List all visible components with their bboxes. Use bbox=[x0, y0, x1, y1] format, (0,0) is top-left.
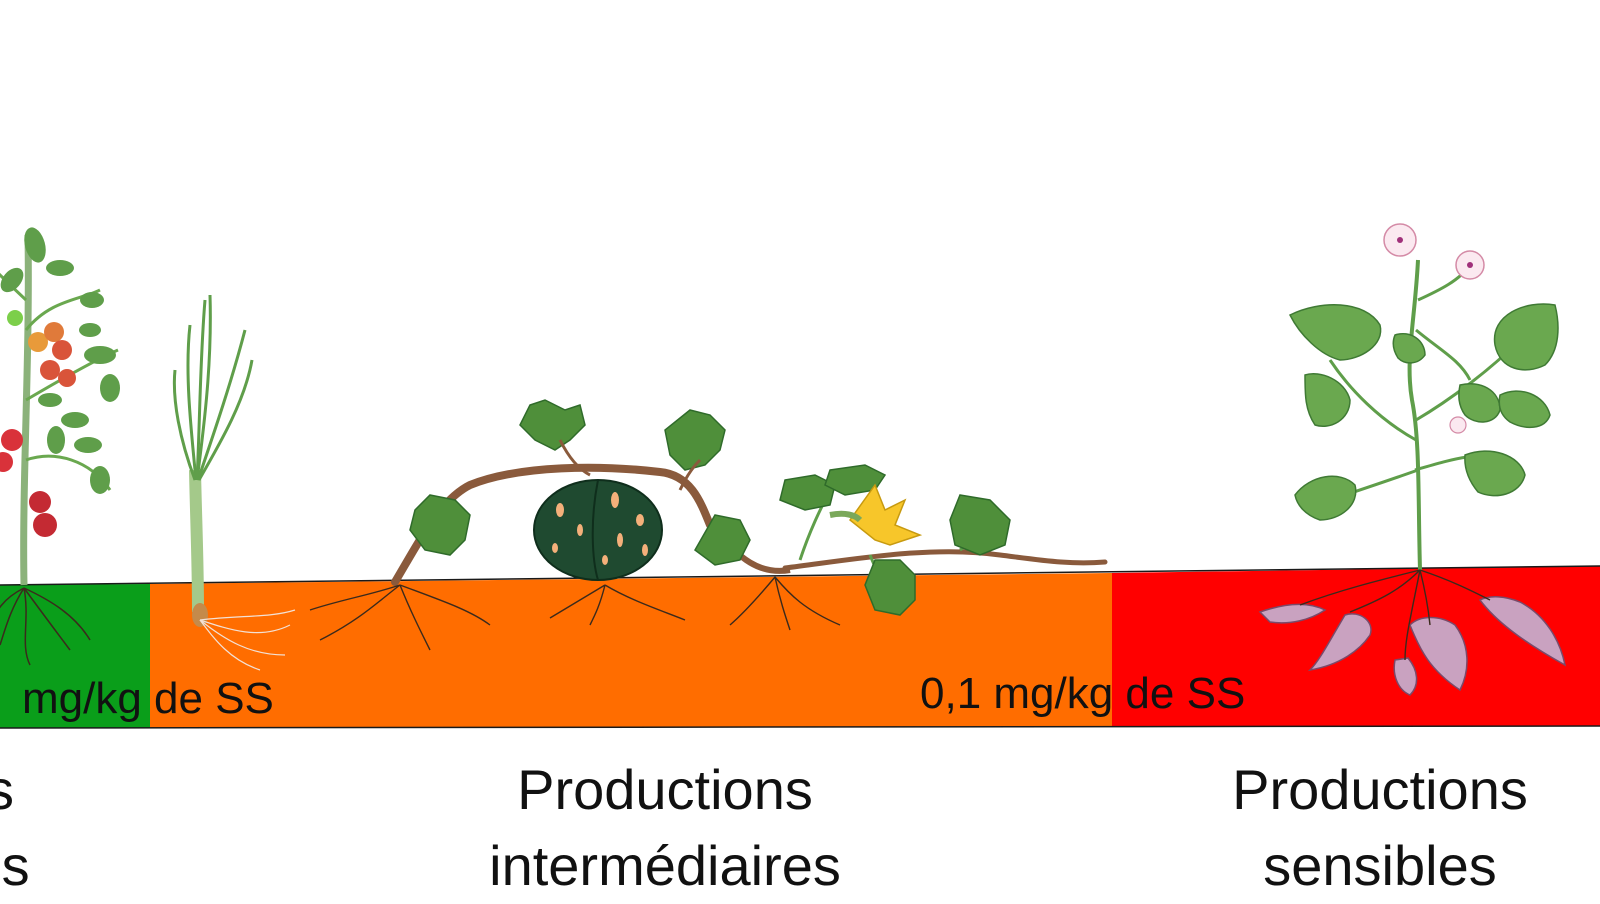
threshold-label-low: mg/kg de SS bbox=[22, 674, 274, 723]
category-tolerant-line2: es bbox=[0, 834, 30, 897]
category-tolerant-line1: s bbox=[0, 758, 14, 821]
zucchini-plant bbox=[779, 464, 1108, 616]
sweet-potato-plant bbox=[1258, 223, 1567, 696]
category-intermediate-line2: intermédiaires bbox=[489, 834, 841, 897]
threshold-label-high: 0,1 mg/kg de SS bbox=[920, 669, 1246, 718]
category-sensitive-caption: Productions sensibles bbox=[1180, 752, 1580, 904]
category-sensitive-line2: sensibles bbox=[1263, 834, 1497, 897]
soil-band bbox=[0, 565, 1600, 729]
category-tolerant-caption: s es bbox=[0, 752, 40, 904]
category-intermediate-line1: Productions bbox=[517, 758, 813, 821]
pumpkin-plant bbox=[309, 399, 841, 651]
leek-plant bbox=[172, 294, 296, 671]
tomato-plant bbox=[0, 227, 120, 666]
category-sensitive-line1: Productions bbox=[1232, 758, 1528, 821]
zone-intermediate bbox=[150, 573, 1112, 728]
zone-tolerant bbox=[0, 584, 150, 728]
category-intermediate-caption: Productions intermédiaires bbox=[445, 752, 885, 904]
